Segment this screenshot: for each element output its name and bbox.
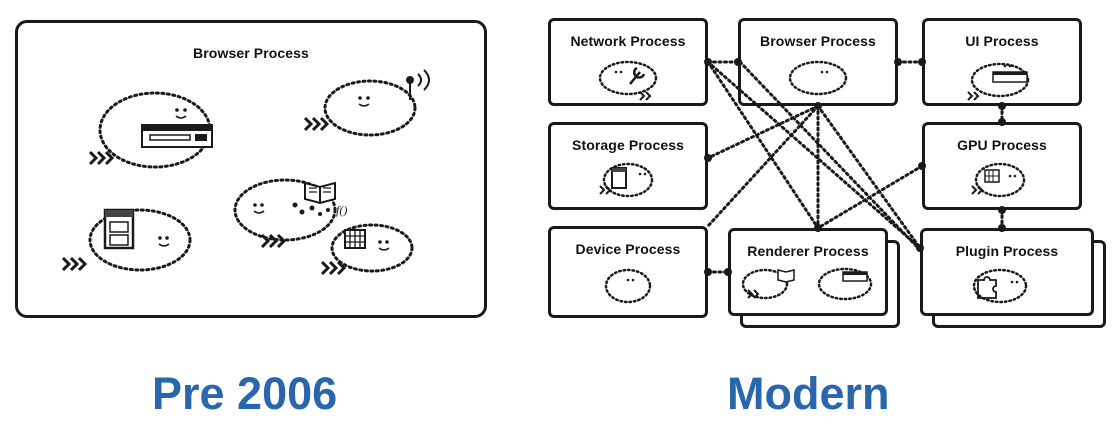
chevron-arrow-icon	[88, 150, 115, 166]
device-process-label: Device Process	[575, 241, 681, 257]
smiley-loop-icon	[970, 62, 1030, 98]
pre2006-browser-process-label: Browser Process	[193, 45, 309, 61]
smiley-loop-icon	[817, 267, 873, 301]
chevron-arrow-icon	[967, 91, 980, 101]
smiley-loop-icon	[598, 60, 658, 96]
gpu-chip-icon	[984, 169, 1000, 183]
browser-process-label: Browser Process	[760, 33, 876, 49]
chevron-arrow-icon	[639, 91, 652, 101]
smiley-loop-icon	[602, 162, 654, 198]
smiley-loop-icon	[741, 268, 789, 300]
gpu-chip-icon	[344, 229, 366, 249]
chevron-arrow-icon	[599, 185, 612, 195]
wrench-icon	[629, 66, 646, 85]
database-cabinet-icon	[611, 167, 627, 189]
network-process-label: Network Process	[570, 33, 686, 49]
pre2006-caption: Pre 2006	[152, 368, 338, 419]
gpu-process-label: GPU Process	[957, 137, 1047, 153]
renderer-process-label: Renderer Process	[747, 243, 869, 259]
chevron-arrow-icon	[747, 289, 760, 299]
storage-process-label: Storage Process	[572, 137, 684, 153]
database-cabinet-icon	[103, 208, 135, 250]
smiley-loop-icon	[330, 223, 414, 273]
smiley-loop-icon	[604, 268, 652, 304]
chevron-arrow-icon	[303, 116, 330, 132]
puzzle-piece-icon	[977, 276, 997, 299]
chevron-arrow-icon	[320, 260, 347, 276]
code-function-icon: f()	[292, 202, 347, 217]
device-process-box: Device Process	[548, 226, 708, 318]
antenna-icon	[406, 69, 430, 100]
ui-process-box: UI Process	[922, 18, 1082, 106]
smiley-loop-icon	[788, 60, 848, 96]
plugin-process-label: Plugin Process	[955, 243, 1059, 259]
toolbar-window-icon	[842, 271, 868, 282]
smiley-loop-icon	[323, 79, 417, 137]
ui-process-label: UI Process	[965, 33, 1039, 49]
chevron-arrow-icon	[61, 256, 88, 272]
smiley-loop-icon	[88, 208, 192, 272]
chevron-arrow-icon	[971, 185, 984, 195]
chevron-arrow-icon	[260, 233, 287, 249]
toolbar-window-icon	[141, 124, 213, 148]
book-icon	[304, 181, 336, 205]
svg-text:f(): f()	[336, 203, 347, 217]
toolbar-window-icon	[992, 71, 1028, 83]
modern-caption: Modern	[727, 368, 890, 419]
pre2006-browser-process-box: Browser Process	[15, 20, 487, 318]
smiley-loop-icon	[972, 268, 1028, 304]
book-icon	[777, 269, 795, 283]
smiley-loop-icon	[974, 162, 1026, 198]
